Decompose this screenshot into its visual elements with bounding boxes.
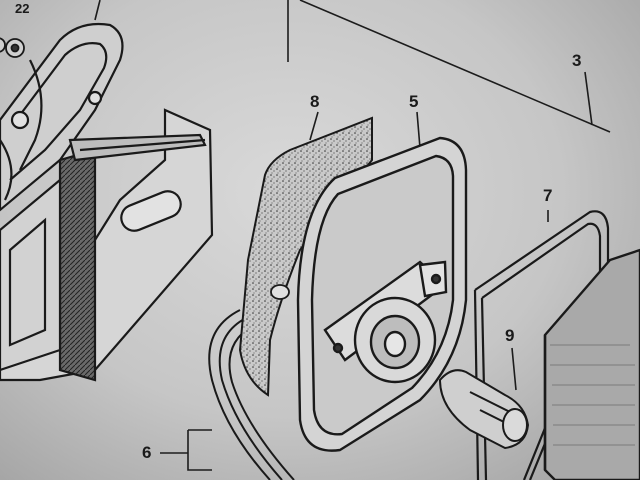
callout-3: 3 xyxy=(572,51,582,70)
leader-line-5 xyxy=(416,111,421,149)
leader-line-8 xyxy=(309,111,319,141)
washer-22 xyxy=(0,37,25,58)
callout-8: 8 xyxy=(310,92,320,111)
part-6-wire xyxy=(208,309,295,480)
callout-22: 22 xyxy=(15,1,30,16)
callout-9: 9 xyxy=(505,326,515,345)
callout-5: 5 xyxy=(409,92,419,111)
mounting-bracket xyxy=(0,22,214,382)
part-3-lamp-body xyxy=(543,248,640,480)
leader-line-diagonal xyxy=(299,0,611,133)
leader-line-3 xyxy=(584,71,593,126)
leader-line-top xyxy=(94,0,101,21)
callout-7: 7 xyxy=(543,186,553,205)
part-5-rim xyxy=(296,136,468,452)
leader-line-6 xyxy=(160,429,212,471)
part-9-bulb-socket xyxy=(438,369,530,450)
callout-6: 6 xyxy=(142,443,152,462)
leader-lines xyxy=(94,0,611,471)
leader-line-9 xyxy=(511,347,517,391)
